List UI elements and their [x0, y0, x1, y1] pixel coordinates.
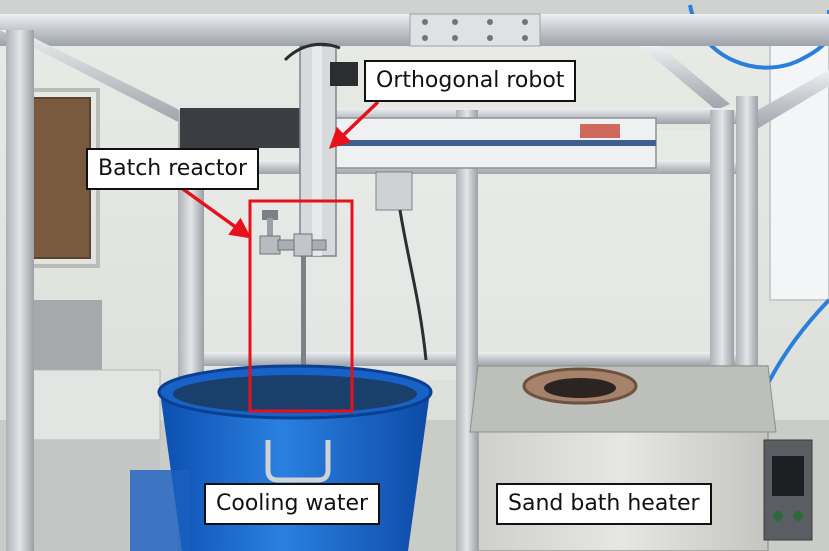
ceiling-strip: [0, 0, 829, 18]
motor-cable-bundle: [180, 108, 300, 148]
frame-post-far-left: [6, 30, 34, 551]
actuator-blue-stripe: [300, 140, 656, 146]
cooling-water-label: Cooling water: [204, 483, 381, 525]
warning-sticker: [580, 124, 620, 138]
valve-handle: [262, 210, 278, 220]
steel-sink: [30, 300, 102, 370]
z-axis-motor: [330, 62, 358, 86]
top-bracket: [409, 13, 541, 47]
frame-diagonal-far-right: [740, 70, 829, 132]
window-panel: [769, 29, 829, 301]
junction-box: [375, 171, 413, 211]
counter: [19, 369, 161, 441]
reactor-highlight-box: [248, 199, 354, 413]
water-surface: [173, 375, 417, 413]
robot-arrow: [328, 100, 380, 149]
second-bucket: [130, 470, 190, 551]
reactor-arrow: [174, 182, 252, 239]
power-cable: [398, 209, 428, 361]
bucket-handle: [265, 440, 331, 483]
reactor-tube: [301, 256, 306, 406]
frame-post-center: [456, 110, 478, 551]
orthogonal-robot-label: Orthogonal robot: [364, 60, 577, 102]
control-display: [772, 456, 804, 496]
sand-bath-heater-label: Sand bath heater: [496, 483, 712, 525]
frame-diagonal-left: [0, 30, 200, 126]
frame-diagonal-right: [640, 46, 730, 110]
batch-reactor-label: Batch reactor: [86, 148, 260, 190]
heater-well: [544, 378, 616, 398]
